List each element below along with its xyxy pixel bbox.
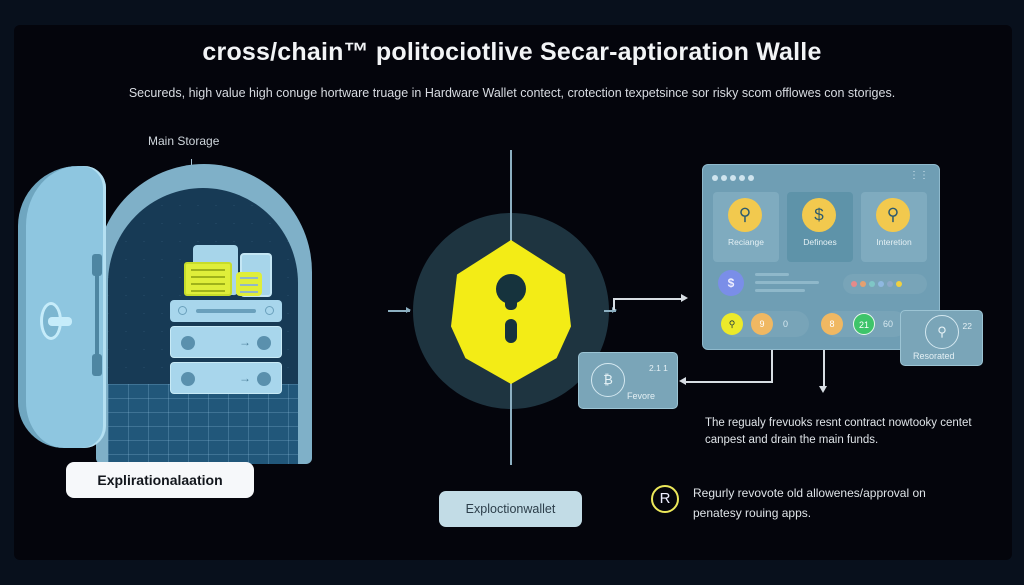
server-slot bbox=[196, 309, 256, 313]
vault-action-button[interactable]: Explirationalaation bbox=[66, 462, 254, 498]
asset-value: 0 bbox=[783, 319, 789, 329]
wallet-icon bbox=[236, 272, 262, 296]
bitcoin-icon: ₿ bbox=[591, 363, 625, 397]
text-skeleton bbox=[755, 273, 789, 276]
brush-icon: ⚲ bbox=[925, 315, 959, 349]
window-dot bbox=[739, 175, 745, 181]
door-hinge-icon bbox=[92, 254, 102, 276]
revoke-count: 2.1 1 bbox=[649, 363, 668, 373]
vault-floor bbox=[108, 384, 298, 464]
status-dot bbox=[860, 281, 866, 287]
keyhole-slot bbox=[505, 319, 517, 343]
restored-label: Resorated bbox=[913, 351, 955, 361]
arrow-right-icon bbox=[681, 294, 688, 302]
main-storage-label: Main Storage bbox=[148, 134, 220, 148]
connector-line bbox=[771, 350, 773, 382]
window-dot bbox=[712, 175, 718, 181]
storage-label-tick bbox=[191, 159, 192, 167]
arrow-down-icon bbox=[819, 386, 827, 393]
warning-note: The regualy frevuoks resnt contract nowt… bbox=[705, 417, 972, 446]
keyhole-icon: ⚲ bbox=[728, 198, 762, 232]
asset-row-pill[interactable]: 8 21 60 bbox=[821, 311, 907, 337]
arrow-right-icon bbox=[388, 307, 411, 313]
text-skeleton bbox=[755, 289, 805, 292]
window-dot bbox=[748, 175, 754, 181]
status-dot bbox=[896, 281, 902, 287]
connector-line bbox=[613, 298, 615, 310]
arrow-left-icon bbox=[604, 307, 617, 313]
status-dot bbox=[878, 281, 884, 287]
tip-note: Regurly revovote old allowenes/approval … bbox=[693, 486, 926, 520]
server-led-icon bbox=[181, 336, 195, 350]
server-unit: → bbox=[170, 362, 282, 394]
connector-line bbox=[823, 350, 825, 388]
server-led-icon bbox=[257, 372, 271, 386]
coin-icon: 21 bbox=[853, 313, 875, 335]
key-icon: ⚲ bbox=[721, 313, 743, 335]
vault-door-icon bbox=[18, 166, 106, 448]
server-unit: → bbox=[170, 326, 282, 358]
coin-icon: 9 bbox=[751, 313, 773, 335]
keyhole-neck bbox=[505, 296, 517, 310]
server-unit-top bbox=[170, 300, 282, 322]
arrow-left-icon bbox=[679, 377, 686, 385]
connector-line bbox=[684, 381, 773, 383]
server-screw-icon bbox=[178, 306, 187, 315]
tile-definoes[interactable]: $ Definoes bbox=[787, 192, 853, 262]
status-dots-pill bbox=[843, 274, 927, 294]
avatar[interactable]: $ bbox=[718, 270, 744, 296]
restored-count: 22 bbox=[962, 321, 972, 331]
door-knob-icon bbox=[48, 317, 72, 326]
window-dot bbox=[730, 175, 736, 181]
status-dot bbox=[851, 281, 857, 287]
status-dot bbox=[869, 281, 875, 287]
arrow-right-icon: → bbox=[239, 335, 251, 349]
status-dot bbox=[887, 281, 893, 287]
wallet-action-button[interactable]: Exploctionwallet bbox=[439, 491, 582, 527]
revoke-label: Fevore bbox=[627, 391, 656, 401]
door-handle-icon bbox=[95, 258, 99, 370]
connector-line bbox=[613, 298, 683, 300]
keyhole-icon: ⚲ bbox=[876, 198, 910, 232]
window-dot bbox=[721, 175, 727, 181]
server-screw-icon bbox=[265, 306, 274, 315]
revoke-card[interactable]: ₿ 2.1 1 Fevore bbox=[578, 352, 678, 409]
tile-reciange[interactable]: ⚲ Reciange bbox=[713, 192, 779, 262]
restored-card[interactable]: ⚲ 22 Resorated bbox=[900, 310, 983, 366]
dollar-icon: $ bbox=[802, 198, 836, 232]
arrow-right-icon: → bbox=[239, 371, 251, 385]
server-led-icon bbox=[181, 372, 195, 386]
coin-icon: 8 bbox=[821, 313, 843, 335]
tile-label: Reciange bbox=[728, 237, 764, 247]
asset-value: 60 bbox=[883, 319, 894, 329]
page-subtitle: Secureds, high value high conuge hortwar… bbox=[128, 86, 896, 100]
revoke-badge-icon: R bbox=[651, 485, 679, 513]
vault-interior bbox=[108, 188, 298, 464]
text-skeleton bbox=[755, 281, 819, 284]
tile-interetion[interactable]: ⚲ Interetion bbox=[861, 192, 927, 262]
asset-row-pill[interactable]: ⚲ 9 0 bbox=[721, 311, 809, 337]
tile-label: Interetion bbox=[876, 237, 912, 247]
door-hinge-icon bbox=[92, 354, 102, 376]
server-led-icon bbox=[257, 336, 271, 350]
tile-label: Definoes bbox=[803, 237, 837, 247]
menu-icon[interactable]: ⋮⋮ bbox=[909, 170, 929, 181]
document-icon bbox=[184, 262, 232, 296]
page-title: cross/chain™ politociotlive Secar-aptior… bbox=[202, 38, 822, 66]
